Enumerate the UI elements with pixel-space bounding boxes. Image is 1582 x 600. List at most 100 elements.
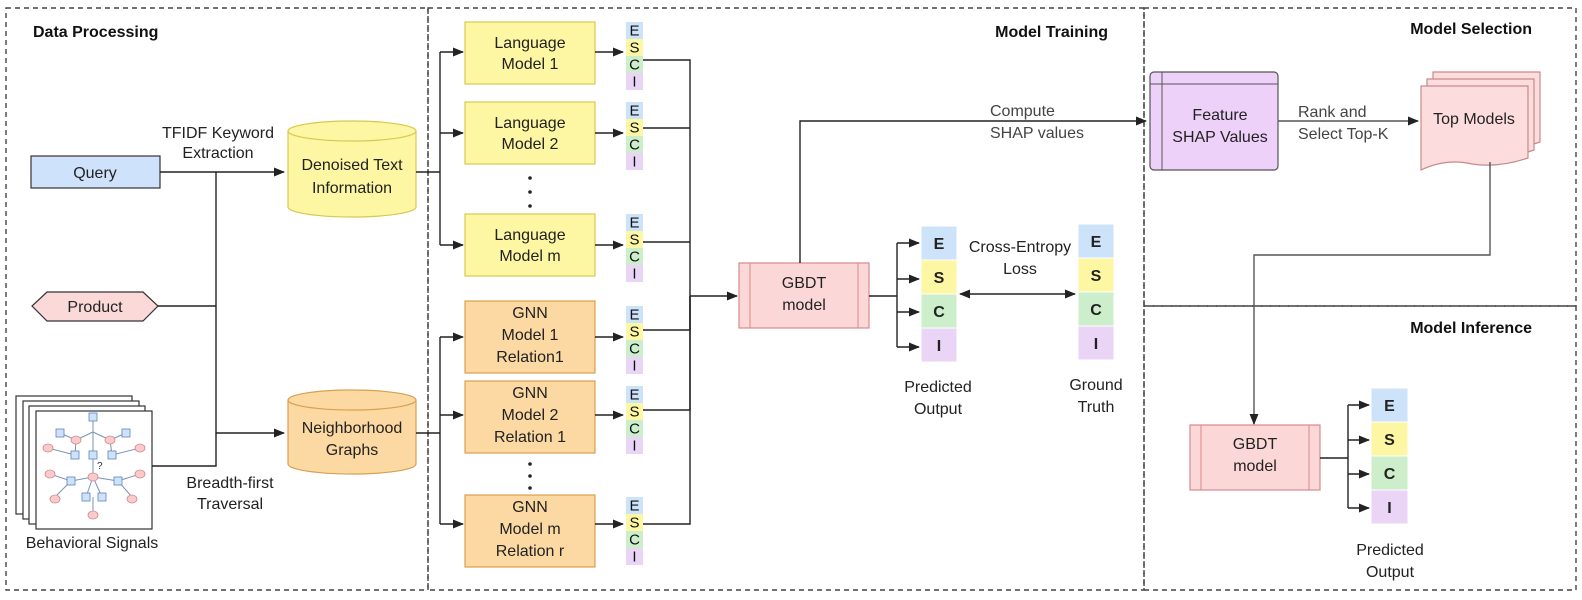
predicted-c-cell [920,293,958,329]
truth-e-label: E [1091,234,1102,251]
tfidf-label-1: TFIDF Keyword [162,125,274,142]
esci-small-5-e-cell [626,386,643,403]
gnn-model-m-line3: Relation r [496,543,565,560]
truth-s-label: S [1091,268,1102,285]
esci-small-3-s-cell [626,231,643,248]
model-training-section [427,7,1145,591]
esci-small-5-s-cell [626,403,643,420]
inference-s-cell [1370,421,1409,457]
esci-small-3-e-label: E [629,215,639,232]
esci-small-4-s-label: S [629,324,639,341]
esci-small-1-i-label: I [632,74,636,91]
inference-i-cell [1370,489,1409,525]
esci-small-5-s-label: S [629,404,639,421]
esci-small-4-i-cell [626,357,643,374]
predicted-s-cell [920,259,958,295]
esci-small-3-i-label: I [632,266,636,283]
esci-small-6-i-cell [626,548,643,565]
esci-small-1-c-label: C [629,57,640,74]
gbdt-training-model: GBDT model [738,262,870,329]
truth-c-cell [1077,291,1115,327]
language-model-1: Language Model 1 [464,21,596,85]
esci-small-5-c-cell [626,420,643,437]
svg-text:?: ? [97,461,103,472]
esci-small-3-c-cell [626,248,643,265]
esci-small-3-c-label: C [629,249,640,266]
ground-truth-label-2: Truth [1078,399,1115,416]
esci-small-1-s-cell [626,39,643,56]
inference-e-label: E [1384,398,1395,415]
esci-small-3-e-cell [626,214,643,231]
esci-small-4-e-label: E [629,307,639,324]
rank-label-2: Select Top-K [1298,126,1389,143]
model-selection-title: Model Selection [1410,21,1532,38]
denoised-text-store [287,120,417,218]
esci-small-1-e-label: E [629,23,639,40]
gnn-model-m-line1: GNN [512,499,548,516]
esci-small-2-e-label: E [629,103,639,120]
esci-small-1-s-label: S [629,40,639,57]
gnn-model-2-line3: Relation 1 [494,429,566,446]
truth-s-cell [1077,257,1115,293]
gnn-model-1: GNN Model 1 Relation1 [464,300,596,374]
language-model-2-line1: Language [494,115,565,132]
esci-small-2-s-label: S [629,120,639,137]
esci-small-2-i-cell [626,153,643,170]
gbdt-training-line1: GBDT [782,275,827,292]
feature-label-1: Feature [1192,107,1247,124]
model-training-title: Model Training [995,24,1108,41]
query-label: Query [73,165,117,182]
tfidf-label-2: Extraction [182,145,253,162]
esci-small-1-c-cell [626,56,643,73]
neighborhood-graphs-store [287,389,417,475]
product-shape [31,291,159,322]
esci-small-1-e-cell [626,22,643,39]
language-model-m-line1: Language [494,227,565,244]
esci-small-2-c-label: C [629,137,640,154]
top-models-document-stack: Top Models [1420,71,1541,171]
behavioral-signals-label: Behavioral Signals [26,535,159,552]
truth-i-label: I [1094,336,1098,353]
rank-label-1: Rank and [1298,104,1367,121]
gnn-model-m: GNN Model m Relation r [464,494,596,568]
esci-small-2-c-cell [626,136,643,153]
shap-label-2: SHAP values [990,125,1084,142]
predicted-output-label-1: Predicted [904,379,972,396]
esci-small-2-e-cell [626,102,643,119]
language-model-1-line2: Model 1 [502,56,559,73]
loss-label-1: Cross-Entropy [969,239,1071,256]
top-models-label: Top Models [1433,111,1515,128]
loss-label-2: Loss [1003,261,1037,278]
gnn-model-1-line3: Relation1 [496,349,564,366]
gbdt-inference-model: GBDT model [1189,424,1321,491]
neighborhood-label-2: Graphs [326,442,378,459]
esci-small-5-i-label: I [632,438,636,455]
esci-small-6-e-label: E [629,498,639,515]
esci-small-2-s-cell [626,119,643,136]
esci-small-1-i-cell [626,73,643,90]
esci-small-2-i-label: I [632,154,636,171]
gbdt-training-line2: model [782,297,826,314]
predicted-e-cell [920,225,958,261]
predicted-c-label: C [933,304,945,321]
ground-truth-label-1: Ground [1069,377,1122,394]
language-model-m-line2: Model m [499,248,560,265]
gnn-model-2-line2: Model 2 [502,407,559,424]
gnn-model-ellipsis [528,462,532,490]
data-processing-title: Data Processing [33,24,158,41]
inference-c-label: C [1384,466,1396,483]
truth-c-label: C [1090,302,1102,319]
feature-shap-values-box: Feature SHAP Values [1149,71,1279,171]
esci-small-4-s-cell [626,323,643,340]
predicted-e-label: E [934,236,945,253]
language-model-ellipsis [528,176,532,208]
gnn-model-2-line1: GNN [512,385,548,402]
